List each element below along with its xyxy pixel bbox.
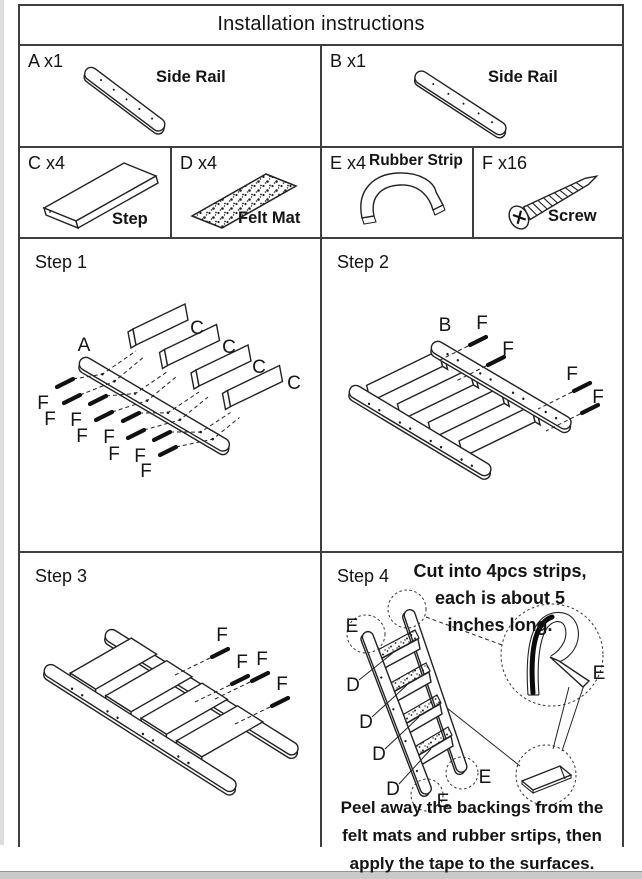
rubber-strip-drawing xyxy=(360,172,446,225)
svg-text:C: C xyxy=(222,337,236,358)
felt-mat-drawing xyxy=(190,173,298,229)
step2-diagram: B F F F F xyxy=(348,313,604,480)
svg-text:F: F xyxy=(216,625,228,646)
side-rail-b-drawing xyxy=(413,70,507,139)
step-board-drawing xyxy=(42,162,159,230)
step2-cell: Step 2 xyxy=(322,239,622,549)
part-c-label: C x4 xyxy=(28,153,66,173)
svg-text:C: C xyxy=(252,357,266,378)
grid-line xyxy=(472,146,474,237)
part-b-name: Side Rail xyxy=(488,68,558,86)
grid-line xyxy=(320,44,322,146)
svg-text:F: F xyxy=(276,674,288,695)
svg-text:F: F xyxy=(256,649,268,670)
part-d-name: Felt Mat xyxy=(238,209,301,227)
step4-label: Step 4 xyxy=(337,566,390,586)
grid-line xyxy=(622,4,624,847)
grid-line xyxy=(170,146,172,237)
svg-text:F: F xyxy=(476,313,488,334)
svg-text:E: E xyxy=(346,616,359,637)
svg-text:F: F xyxy=(70,410,82,431)
svg-text:D: D xyxy=(386,779,400,800)
screw-drawing xyxy=(508,175,599,230)
svg-text:D: D xyxy=(346,675,360,696)
svg-text:C: C xyxy=(190,318,204,339)
sheet-title-cell: Installation instructions xyxy=(18,4,624,44)
part-a-name: Side Rail xyxy=(156,68,226,86)
grid-line xyxy=(18,4,20,847)
svg-text:D: D xyxy=(372,744,386,765)
part-cell-a: A x1 Side Rail xyxy=(20,46,320,144)
step2-label: Step 2 xyxy=(337,252,390,272)
part-c-name: Step xyxy=(112,210,148,228)
side-rail-a-drawing xyxy=(83,66,166,135)
svg-text:B: B xyxy=(439,315,452,336)
svg-text:F: F xyxy=(134,446,146,467)
part-cell-b: B x1 Side Rail xyxy=(322,46,622,144)
part-e-label: E x4 xyxy=(330,153,367,173)
grid-line xyxy=(18,4,624,6)
svg-text:F: F xyxy=(592,387,604,408)
step1-label: Step 1 xyxy=(35,252,88,272)
svg-text:A: A xyxy=(78,335,91,356)
sheet-title: Installation instructions xyxy=(217,12,425,35)
part-d-label: D x4 xyxy=(180,153,218,173)
svg-text:F: F xyxy=(76,426,88,447)
svg-text:F: F xyxy=(108,444,120,465)
page-edge-left xyxy=(0,0,4,845)
svg-text:E: E xyxy=(437,791,450,812)
svg-text:E: E xyxy=(593,663,606,684)
grid-line xyxy=(320,146,322,237)
page-edge-bottom xyxy=(0,871,642,879)
step1-cell: Step 1 xyxy=(20,239,320,549)
part-b-label: B x1 xyxy=(330,51,367,71)
part-cell-f: F x16 Screw xyxy=(474,148,622,235)
svg-text:F: F xyxy=(566,364,578,385)
svg-text:F: F xyxy=(236,652,248,673)
svg-text:C: C xyxy=(287,373,301,394)
svg-text:E: E xyxy=(479,767,492,788)
step1-diagram: A C C C C F F F F F F F F xyxy=(37,302,301,482)
grid-line xyxy=(320,237,322,847)
part-cell-e: E x4 Rubber Strip xyxy=(322,148,472,235)
step3-cell: Step 3 xyxy=(20,553,320,847)
step4-note-top: Cut into 4pcs strips, each is about 5 in… xyxy=(413,561,587,635)
step3-label: Step 3 xyxy=(35,566,88,586)
svg-text:F: F xyxy=(37,393,49,414)
part-e-name: Rubber Strip xyxy=(369,152,463,169)
step4-diagram: E E E E D D D D xyxy=(346,589,606,812)
step4-note-bottom: Peel away the backings from the felt mat… xyxy=(340,798,604,873)
part-cell-d: D x4 Felt Mat xyxy=(172,148,320,235)
step4-cell: Step 4 Cut into 4pcs strips, each is abo… xyxy=(322,553,622,879)
part-f-label: F x16 xyxy=(482,153,528,173)
svg-text:F: F xyxy=(140,461,152,482)
svg-text:F: F xyxy=(103,427,115,448)
svg-text:F: F xyxy=(502,339,514,360)
step3-diagram: F F F F xyxy=(43,625,299,796)
svg-text:F: F xyxy=(44,409,56,430)
part-f-name: Screw xyxy=(548,207,597,225)
svg-text:D: D xyxy=(359,712,373,733)
part-a-label: A x1 xyxy=(28,51,64,71)
part-cell-c: C x4 Step xyxy=(20,148,170,235)
